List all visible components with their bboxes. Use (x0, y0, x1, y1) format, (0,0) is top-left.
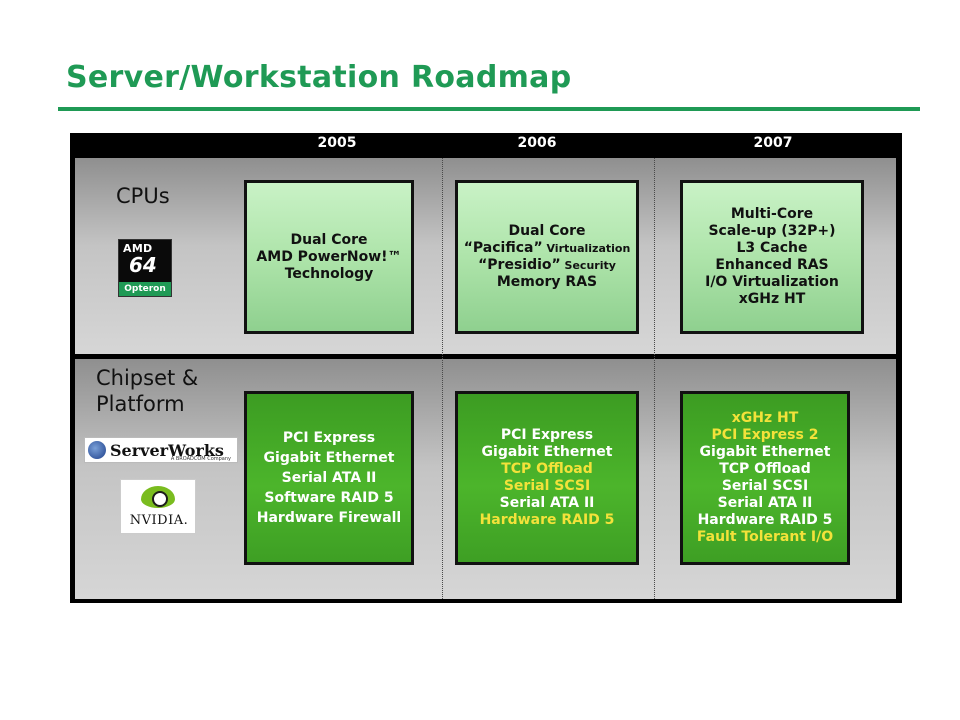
chipset-2005-line: Serial ATA II (281, 470, 377, 486)
cpu-2007-line: Enhanced RAS (715, 257, 829, 273)
chipset-2005-line: Software RAID 5 (264, 490, 394, 506)
cpu-2007-line: xGHz HT (738, 291, 806, 307)
nvidia-logo: NVIDIA. (120, 479, 196, 534)
chipset-2006-line: Gigabit Ethernet (481, 444, 613, 460)
chipset-2006-line-highlight: Hardware RAID 5 (479, 512, 615, 528)
serverworks-logo: ServerWorks A BROADCOM Company (84, 437, 238, 463)
cpu-2007-line: L3 Cache (736, 240, 808, 256)
column-divider-2005-2006 (442, 158, 443, 599)
cpu-2006-pacifica: “Pacifica” (463, 240, 543, 256)
chipset-2006-line-highlight: Serial SCSI (503, 478, 591, 494)
row-label-chipset-line1: Chipset & (96, 366, 199, 390)
chipset-2007-line-highlight: PCI Express 2 (711, 427, 819, 443)
chipset-2006-line: PCI Express (500, 427, 594, 443)
cpu-box-2007: Multi-Core Scale-up (32P+) L3 Cache Enha… (680, 180, 864, 334)
column-divider-2006-2007 (654, 158, 655, 599)
nvidia-eye-icon (141, 486, 175, 508)
chipset-2007-line-highlight: Fault Tolerant I/O (696, 529, 834, 545)
serverworks-globe-icon (88, 441, 106, 459)
nvidia-logo-name: NVIDIA. (129, 513, 189, 528)
cpu-box-2005: Dual Core AMD PowerNow!™ Technology (244, 180, 414, 334)
year-header-2005: 2005 (317, 135, 357, 151)
slide-title: Server/Workstation Roadmap (66, 60, 572, 95)
cpu-2006-line: Memory RAS (496, 274, 598, 290)
chipset-2007-line: TCP Offload (719, 461, 811, 477)
chipset-2007-line-highlight: xGHz HT (731, 410, 799, 426)
chipset-box-2007: xGHz HT PCI Express 2 Gigabit Ethernet T… (680, 391, 850, 565)
cpu-2006-line: “Pacifica” Virtualization (464, 240, 631, 257)
cpu-2005-line: AMD PowerNow!™ (256, 248, 402, 265)
serverworks-logo-tag: A BROADCOM Company (170, 456, 231, 462)
amd-logo-product: Opteron (119, 282, 171, 296)
cpu-2006-presidio: “Presidio” (478, 257, 561, 273)
cpu-2007-line: I/O Virtualization (705, 274, 839, 290)
chipset-2007-line: Serial ATA II (717, 495, 813, 511)
chipset-2005-line: Gigabit Ethernet (263, 450, 395, 466)
cpu-2006-line: Dual Core (508, 223, 586, 239)
serverworks-logo-name: ServerWorks (110, 440, 224, 460)
year-header-2006: 2006 (517, 135, 557, 151)
year-header-2007: 2007 (753, 135, 793, 151)
chipset-box-2005: PCI Express Gigabit Ethernet Serial ATA … (244, 391, 414, 565)
amd-logo-number: 64 (129, 253, 157, 277)
chipset-2007-line: Serial SCSI (721, 478, 809, 494)
cpu-2005-line: Technology (284, 265, 374, 282)
chipset-2005-line: PCI Express (282, 430, 376, 446)
amd-logo-brand: AMD (123, 242, 153, 255)
title-divider (58, 107, 920, 111)
cpu-2006-line: “Presidio” Security (478, 257, 616, 274)
chipset-2006-line-highlight: TCP Offload (501, 461, 593, 477)
chipset-2007-line: Gigabit Ethernet (699, 444, 831, 460)
chipset-2005-line: Hardware Firewall (256, 510, 402, 526)
cpu-2006-security: Security (560, 259, 616, 272)
chipset-2006-line: Serial ATA II (499, 495, 595, 511)
chipset-2007-line: Hardware RAID 5 (697, 512, 833, 528)
cpu-2006-virtualization: Virtualization (542, 242, 631, 255)
row-label-cpus: CPUs (116, 184, 170, 208)
amd-opteron-logo: AMD 64 Opteron (118, 239, 172, 297)
cpu-2007-line: Multi-Core (730, 206, 814, 222)
cpu-box-2006: Dual Core “Pacifica” Virtualization “Pre… (455, 180, 639, 334)
cpu-2007-line: Scale-up (32P+) (708, 223, 836, 239)
chipset-box-2006: PCI Express Gigabit Ethernet TCP Offload… (455, 391, 639, 565)
row-label-chipset: Chipset & Platform (96, 365, 198, 417)
row-label-chipset-line2: Platform (96, 392, 185, 416)
cpu-2005-line: Dual Core (290, 231, 368, 248)
